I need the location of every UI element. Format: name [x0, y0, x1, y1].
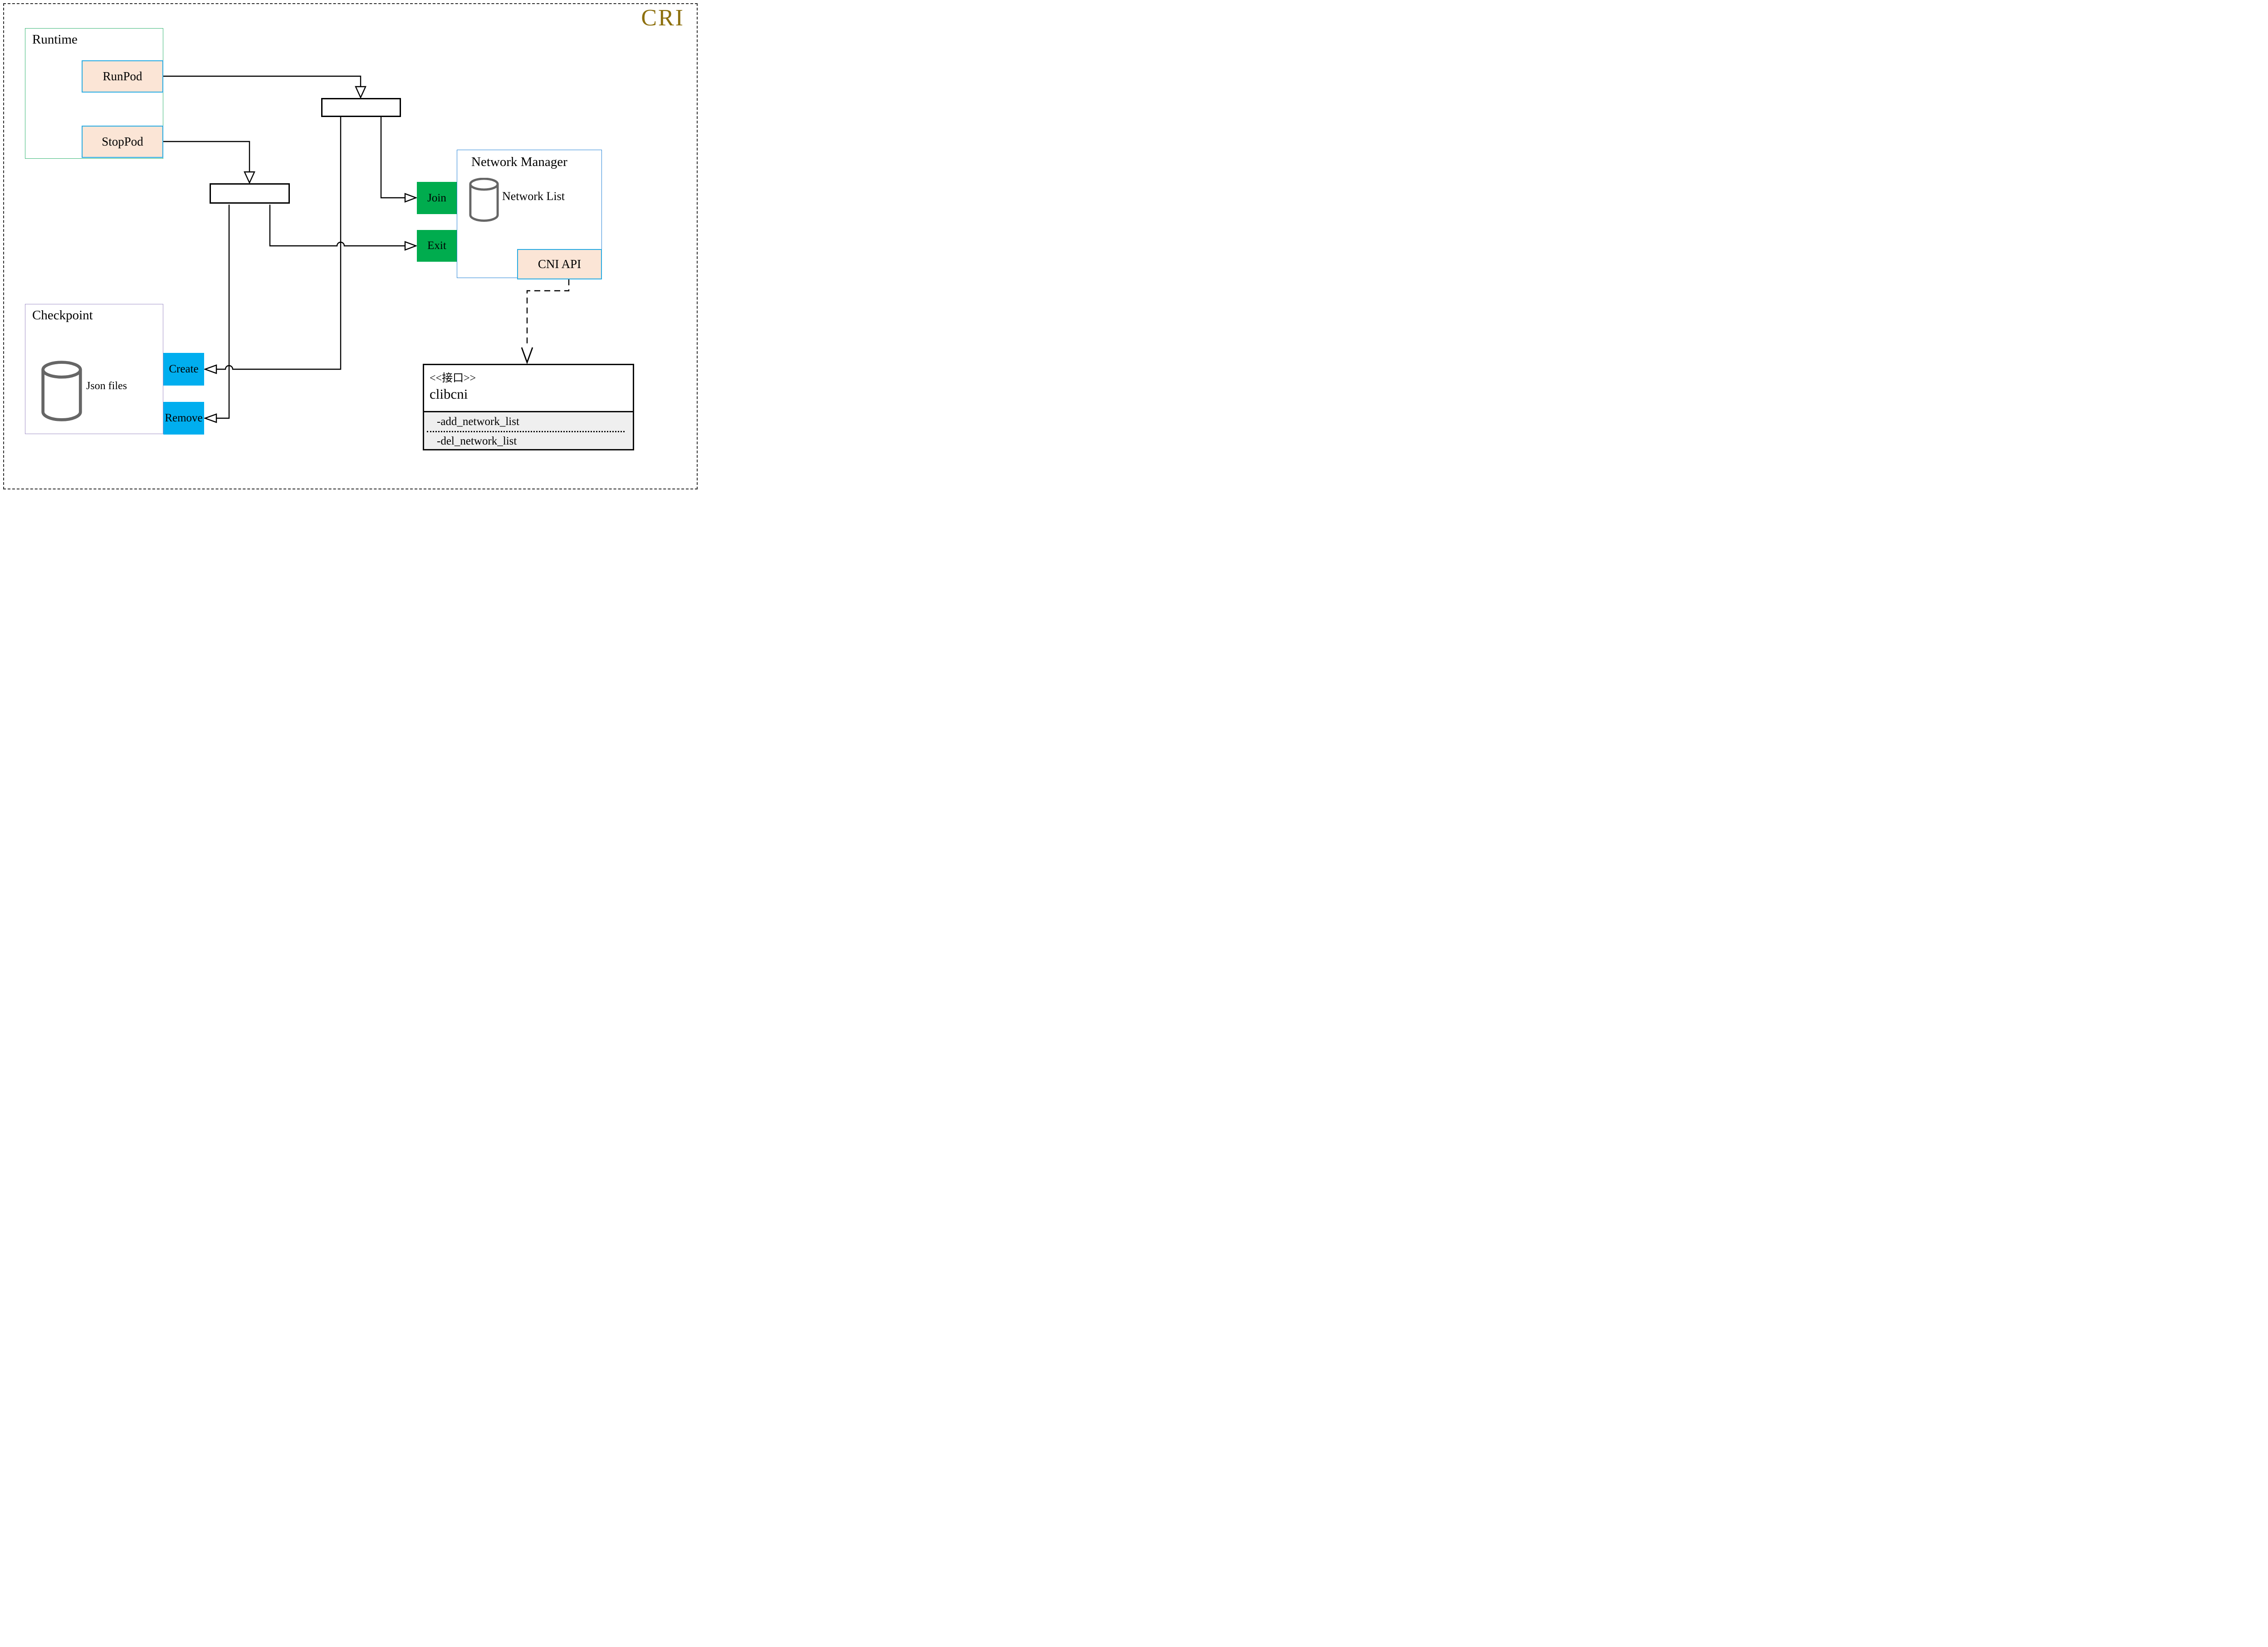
exit-node: Exit — [417, 230, 457, 262]
checkpoint-label: Checkpoint — [32, 308, 93, 323]
cri-diagram: CRI Runtime — [0, 0, 701, 493]
runtime-label: Runtime — [32, 32, 78, 47]
json-files-label: Json files — [86, 380, 127, 392]
interface-name: clibcni — [430, 386, 468, 402]
clibcni-interface-box: <<接口>> clibcni -add_network_list -del_ne… — [423, 364, 634, 450]
stoppod-node: StopPod — [82, 126, 163, 158]
interface-method-add: -add_network_list — [437, 415, 519, 428]
cni-api-node: CNI API — [517, 249, 602, 279]
join-node: Join — [417, 182, 457, 214]
diagram-dashed-border — [3, 3, 698, 489]
junction-box-stoppod-fanout — [210, 183, 290, 204]
interface-stereotype: <<接口>> — [430, 372, 476, 384]
junction-box-runpod-fanout — [321, 98, 401, 117]
network-manager-label: Network Manager — [471, 155, 567, 169]
network-list-database-icon — [469, 178, 499, 222]
create-node: Create — [163, 353, 204, 386]
remove-node: Remove — [163, 402, 204, 435]
json-files-database-icon — [41, 361, 82, 421]
method-divider — [427, 431, 625, 432]
clibcni-methods-section: -add_network_list -del_network_list — [424, 411, 633, 449]
page-title: CRI — [641, 5, 684, 31]
clibcni-header: <<接口>> clibcni — [424, 365, 633, 411]
interface-method-del: -del_network_list — [437, 435, 517, 447]
runpod-node: RunPod — [82, 60, 163, 93]
network-list-label: Network List — [502, 190, 565, 203]
